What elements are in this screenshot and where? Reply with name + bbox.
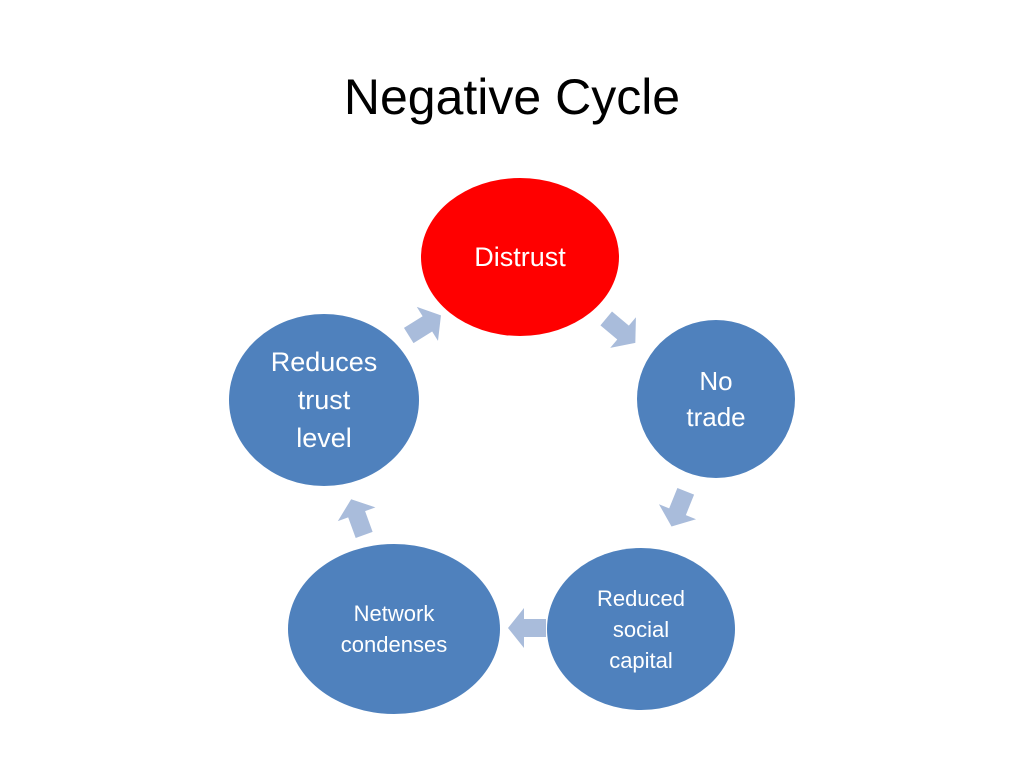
node-reduces-trust-level: Reduces trust level <box>229 314 419 486</box>
node-label-network-condenses: Network condenses <box>340 601 448 657</box>
slide-title: Negative Cycle <box>343 69 681 125</box>
arrow-network-condenses-to-reduces-trust-level <box>337 499 376 538</box>
node-label-reduces-trust-level: Reduces trust level <box>270 347 378 453</box>
node-label-distrust: Distrust <box>474 242 566 272</box>
arrow-reduced-social-capital-to-network-condenses <box>508 608 546 648</box>
arrow-no-trade-to-reduced-social-capital <box>658 487 697 527</box>
node-label-no-trade: No trade <box>686 366 746 432</box>
node-reduced-social-capital: Reduced social capital <box>547 548 735 710</box>
node-label-reduced-social-capital: Reduced social capital <box>596 585 686 673</box>
node-no-trade: No trade <box>637 320 795 478</box>
node-distrust: Distrust <box>421 178 619 336</box>
arrow-distrust-to-no-trade <box>600 311 636 348</box>
arrow-reduces-trust-level-to-distrust <box>403 306 441 344</box>
node-network-condenses: Network condenses <box>288 544 500 714</box>
